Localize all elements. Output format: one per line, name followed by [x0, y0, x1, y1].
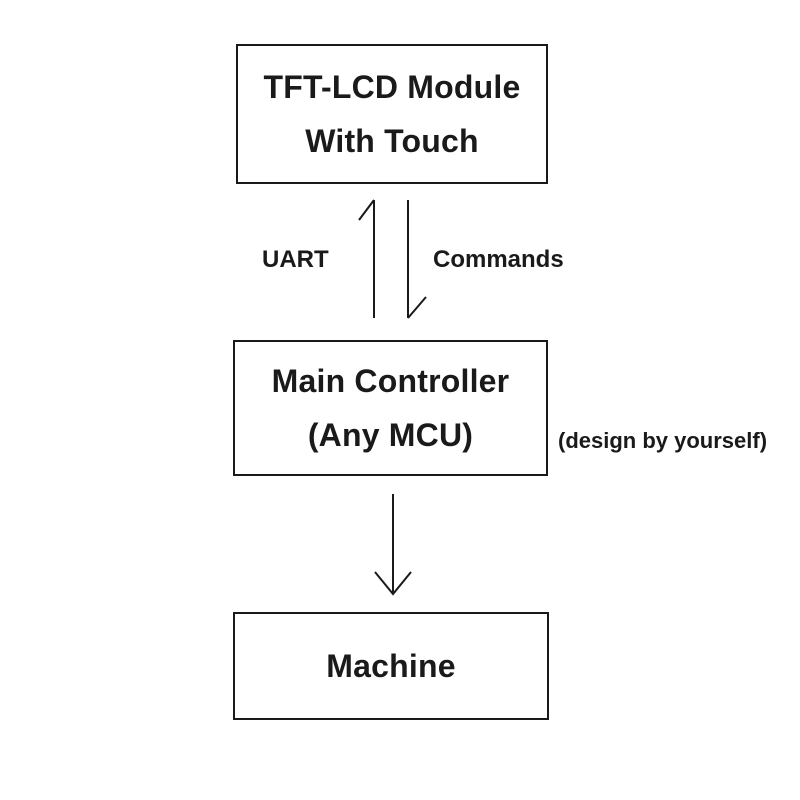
main-controller-label: Main Controller (Any MCU)	[271, 363, 510, 453]
main-controller-box: Main Controller (Any MCU)	[233, 340, 548, 476]
design-annotation: (design by yourself)	[558, 428, 768, 453]
lcd-module-label: TFT-LCD Module With Touch	[263, 69, 521, 159]
lcd-module-box: TFT-LCD Module With Touch	[236, 44, 548, 184]
machine-box: Machine	[233, 612, 549, 720]
uart-up-arrow	[358, 199, 375, 318]
machine-label: Machine	[326, 648, 456, 684]
control-down-arrow	[374, 494, 412, 596]
commands-label: Commands	[433, 246, 564, 273]
commands-down-arrow	[407, 200, 427, 319]
uart-label: UART	[262, 246, 329, 273]
